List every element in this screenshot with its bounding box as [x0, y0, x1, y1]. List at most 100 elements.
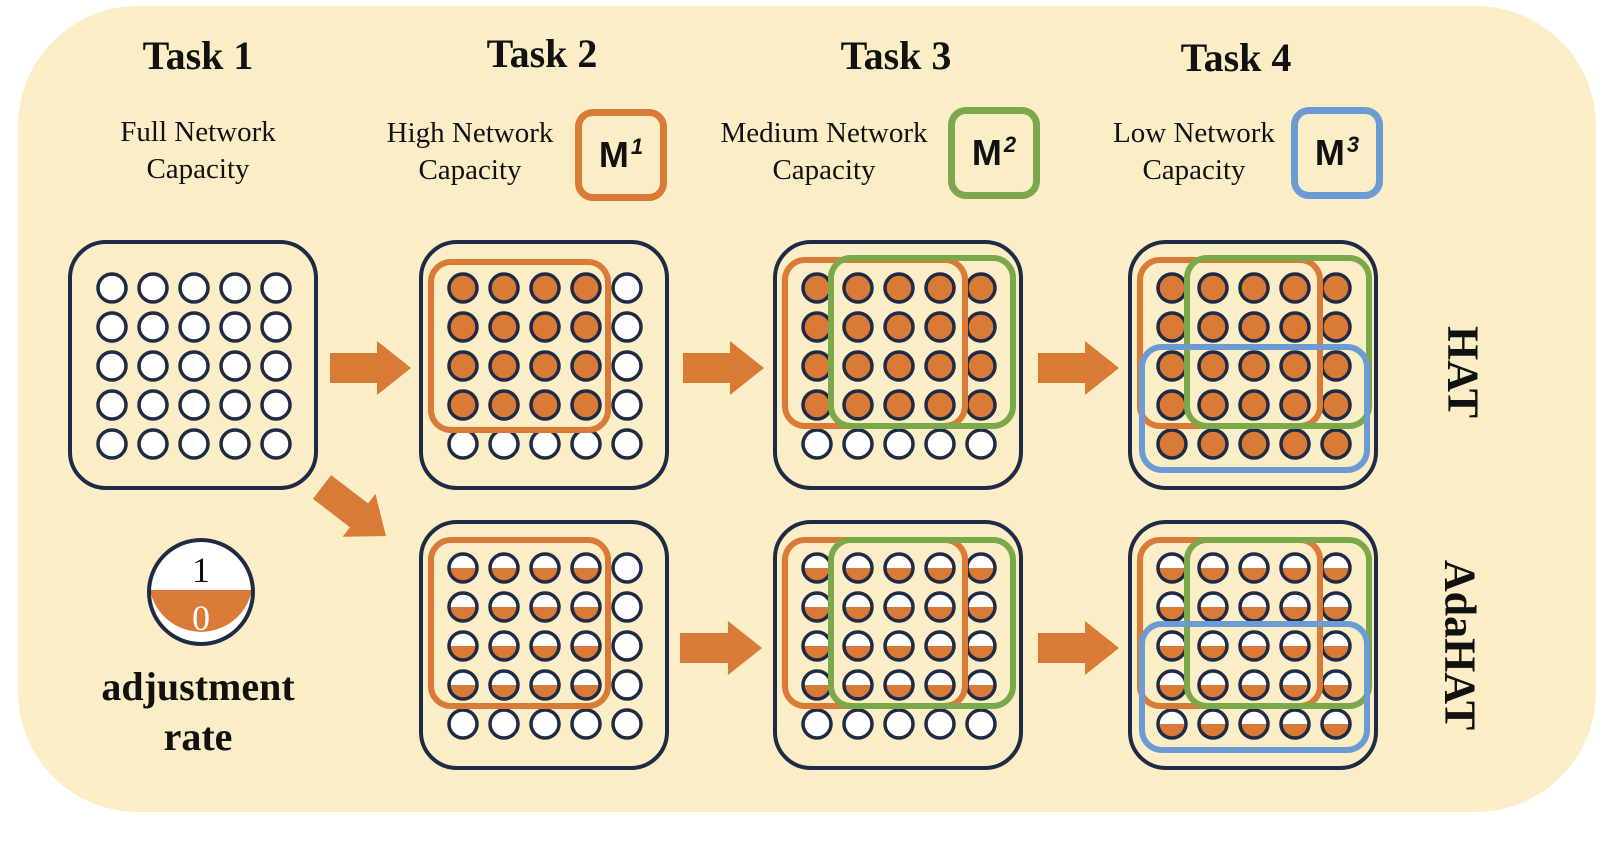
panel-hat-task3-node-r4c3-fill	[926, 430, 954, 458]
panel-hat-task4-node-r2c1-fill	[1199, 352, 1227, 380]
panel-task1-node-r3c2	[178, 389, 210, 421]
panel-hat-task2-node-r4c2-fill	[531, 430, 559, 458]
panel-hat-task2-node-r2c0	[447, 350, 479, 382]
panel-hat-task3-node-r0c0-fill	[803, 274, 831, 302]
panel-hat-task3-node-r0c2-fill	[885, 274, 913, 302]
panel-hat-task4-node-r2c2-fill	[1240, 352, 1268, 380]
legend-circle	[147, 538, 255, 646]
panel-hat-task4-node-r4c4	[1320, 428, 1352, 460]
panel-adahat-task4-node-r3c2	[1238, 669, 1270, 701]
arrow-adahat-3-4	[1038, 621, 1119, 675]
panel-hat-task3-node-r2c3	[924, 350, 956, 382]
panel-task1-node-r1c4	[260, 311, 292, 343]
panel-hat-task3-node-r4c1	[842, 428, 874, 460]
panel-task1-node-r1c3	[219, 311, 251, 343]
panel-task1-node-r3c1-fill	[139, 391, 167, 419]
panel-hat-task3-node-r4c2	[883, 428, 915, 460]
panel-hat-task3-node-r2c1	[842, 350, 874, 382]
panel-adahat-task2	[419, 520, 669, 770]
panel-task1-node-r4c1-fill	[139, 430, 167, 458]
panel-hat-task3-node-r3c3-fill	[926, 391, 954, 419]
arrow-hat-1-2	[330, 341, 411, 395]
panel-task1-node-r1c1-fill	[139, 313, 167, 341]
panel-hat-task4-node-r1c0-fill	[1158, 313, 1186, 341]
task-1-title: Task 1	[142, 33, 254, 78]
panel-hat-task4	[1128, 240, 1378, 490]
panel-hat-task4-node-r0c2-fill	[1240, 274, 1268, 302]
panel-adahat-task2-node-r1c2	[529, 591, 561, 623]
panel-hat-task3-node-r4c0-fill	[803, 430, 831, 458]
panel-hat-task4-node-r3c2	[1238, 389, 1270, 421]
panel-hat-task3-node-r1c3	[924, 311, 956, 343]
panel-hat-task3-node-r1c2-fill	[885, 313, 913, 341]
panel-adahat-task3-node-r4c2	[883, 708, 915, 740]
panel-task1-node-r2c3-fill	[221, 352, 249, 380]
panel-adahat-task2-node-r1c4	[611, 591, 643, 623]
panel-hat-task2-node-r1c1-fill	[490, 313, 518, 341]
panel-task1-node-r0c2	[178, 272, 210, 304]
panel-adahat-task3-node-r4c0-fill	[803, 710, 831, 738]
legend-caption: adjustment rate	[101, 662, 294, 762]
panel-adahat-task4-node-r4c0	[1156, 708, 1188, 740]
panel-hat-task2-node-r0c2-fill	[531, 274, 559, 302]
panel-adahat-task2-node-r0c3	[570, 552, 602, 584]
panel-adahat-task3-node-r2c3	[924, 630, 956, 662]
panel-hat-task3-node-r1c0-fill	[803, 313, 831, 341]
panel-task1-node-r0c2-fill	[180, 274, 208, 302]
panel-hat-task2-node-r2c2-fill	[531, 352, 559, 380]
panel-hat-task2-node-r1c3	[570, 311, 602, 343]
panel-hat-task4-node-r3c1	[1197, 389, 1229, 421]
mask-hat-task4-m2	[1184, 255, 1372, 429]
legend-label-bottom: 0	[192, 598, 210, 638]
legend-label-top: 1	[192, 550, 210, 590]
panel-hat-task2-node-r3c3	[570, 389, 602, 421]
panel-hat-task3-node-r0c1-fill	[844, 274, 872, 302]
panel-adahat-task2-node-r0c2	[529, 552, 561, 584]
panel-adahat-task2-node-r4c0-fill	[449, 710, 477, 738]
panel-task1-node-r2c3	[219, 350, 251, 382]
panel-hat-task3-node-r3c2-fill	[885, 391, 913, 419]
panel-adahat-task2-node-r3c2	[529, 669, 561, 701]
panel-hat-task4-node-r1c3	[1279, 311, 1311, 343]
panel-task1-node-r4c4-fill	[262, 430, 290, 458]
panel-task1-node-r4c2-fill	[180, 430, 208, 458]
panel-hat-task3-node-r2c1-fill	[844, 352, 872, 380]
panel-adahat-task3-node-r4c3	[924, 708, 956, 740]
mask-adahat-task2-m1	[428, 537, 611, 709]
panel-hat-task3-node-r0c1	[842, 272, 874, 304]
panel-task1-node-r3c4-fill	[262, 391, 290, 419]
panel-adahat-task2-node-r4c1-fill	[490, 710, 518, 738]
panel-hat-task2-node-r3c3-fill	[572, 391, 600, 419]
panel-hat-task3-node-r3c2	[883, 389, 915, 421]
panel-hat-task2-node-r4c4	[611, 428, 643, 460]
panel-hat-task2-node-r2c4	[611, 350, 643, 382]
panel-task1-node-r0c4	[260, 272, 292, 304]
panel-adahat-task3-node-r3c2	[883, 669, 915, 701]
panel-adahat-task2-node-r2c3	[570, 630, 602, 662]
panel-hat-task3-node-r3c0-fill	[803, 391, 831, 419]
task-2-title: Task 2	[486, 31, 598, 76]
panel-adahat-task2-node-r4c4	[611, 708, 643, 740]
panel-task1-node-r3c1	[137, 389, 169, 421]
panel-adahat-task4-node-r4c2	[1238, 708, 1270, 740]
arrow-adahat-2-3	[680, 621, 762, 675]
panel-hat-task2-node-r0c3	[570, 272, 602, 304]
panel-hat-task4-node-r1c2-fill	[1240, 313, 1268, 341]
panel-task1-node-r0c0-fill	[98, 274, 126, 302]
panel-hat-task4-node-r3c1-fill	[1199, 391, 1227, 419]
mask-m1-sup: 1	[630, 134, 644, 159]
panel-hat-task4-node-r0c2	[1238, 272, 1270, 304]
panel-task1-node-r3c3	[219, 389, 251, 421]
mask-hat-task4-m3	[1139, 344, 1370, 473]
panel-hat-task4-node-r3c2-fill	[1240, 391, 1268, 419]
panel-hat-task2-node-r1c0-fill	[449, 313, 477, 341]
panel-hat-task2-node-r2c0-fill	[449, 352, 477, 380]
panel-adahat-task4-node-r0c1	[1197, 552, 1229, 584]
panel-hat-task3-node-r4c4-fill	[967, 430, 995, 458]
panel-adahat-task2-node-r2c0	[447, 630, 479, 662]
panel-hat-task4-node-r1c2	[1238, 311, 1270, 343]
panel-hat-task2-node-r0c4-fill	[613, 274, 641, 302]
panel-adahat-task4-node-r4c4	[1320, 708, 1352, 740]
